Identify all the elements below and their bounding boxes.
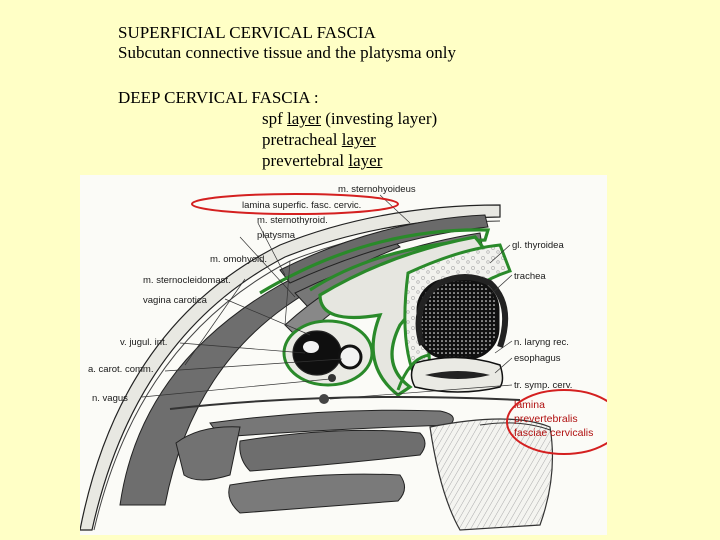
label-sternohyoideus: m. sternohyoideus (338, 184, 416, 195)
esophagus-lumen (425, 371, 490, 379)
label-sternothyroid: m. sternothyroid. (257, 215, 328, 226)
leader-lines (141, 194, 513, 400)
internal-jugular-lumen (303, 341, 319, 353)
label-prevertebral-3: fasciae cervicalis (514, 427, 593, 439)
cervical-vertebra (429, 418, 554, 531)
sympathetic-trunk (319, 394, 329, 404)
neck-cross-section-diagram: m. sternohyoideus lamina superfic. fasc.… (80, 175, 607, 535)
layer-word: layer (341, 130, 376, 149)
label-omohyoid: m. omohyoid. (210, 254, 267, 265)
label-sternocleidomastoid: m. sternocleidomast. (143, 275, 231, 286)
common-carotid-artery (337, 344, 363, 370)
label-trachea: trachea (514, 271, 546, 282)
label-lamina-superficialis: lamina superfic. fasc. cervic. (242, 200, 361, 211)
deep-fascia-title: DEEP CERVICAL FASCIA : (118, 88, 319, 107)
deep-muscle-upper (209, 409, 454, 438)
layer-prefix: pretracheal (262, 130, 342, 149)
layer-word: layer (287, 109, 322, 128)
label-n-vagus: n. vagus (92, 393, 128, 404)
label-truncus-sympathicus: tr. symp. cerv. (514, 380, 572, 391)
prevertebral-fascia-line (169, 396, 521, 410)
label-v-jugularis: v. jugul. int. (120, 337, 167, 348)
layer-prefix: prevertebral (262, 151, 349, 170)
layer-item-investing: spf layer (investing layer) (262, 108, 437, 129)
label-esophagus: esophagus (514, 353, 561, 364)
highlight-ellipse-superficial (191, 193, 399, 215)
layer-prefix: spf (262, 109, 288, 128)
skin-contour (80, 204, 501, 531)
tracheal-cartilage (415, 274, 509, 348)
deep-muscle-lower (228, 473, 405, 514)
superficial-fascia-title: SUPERFICIAL CERVICAL FASCIA (118, 23, 376, 42)
layer-word: layer (348, 151, 383, 170)
deep-muscle-lateral (175, 426, 241, 481)
label-prevertebral-1: lamina (514, 399, 545, 411)
label-a-carotis: a. carot. comm. (88, 364, 153, 375)
investing-fascia-line (259, 228, 491, 295)
label-platysma: platysma (257, 230, 296, 241)
layer-item-pretracheal: pretracheal layer (262, 129, 376, 150)
label-prevertebral-2: prevertebralis (514, 413, 578, 425)
label-n-laryngeus: n. laryng rec. (514, 337, 569, 348)
vagus-nerve (328, 374, 336, 382)
label-vagina-carotica: vagina carotica (143, 295, 208, 306)
highlight-ellipse-prevertebral (506, 389, 607, 455)
label-thyroid-gland: gl. thyroidea (512, 240, 564, 251)
superficial-fascia-description: Subcutan connective tissue and the platy… (118, 43, 457, 62)
deep-muscle-middle (239, 429, 426, 472)
esophagus-fascia (396, 353, 431, 391)
vertebral-body-outline (479, 422, 551, 431)
internal-jugular-vein (292, 330, 342, 376)
layer-item-prevertebral: prevertebral layer (262, 150, 382, 171)
layer-suffix: (investing layer) (321, 109, 438, 128)
